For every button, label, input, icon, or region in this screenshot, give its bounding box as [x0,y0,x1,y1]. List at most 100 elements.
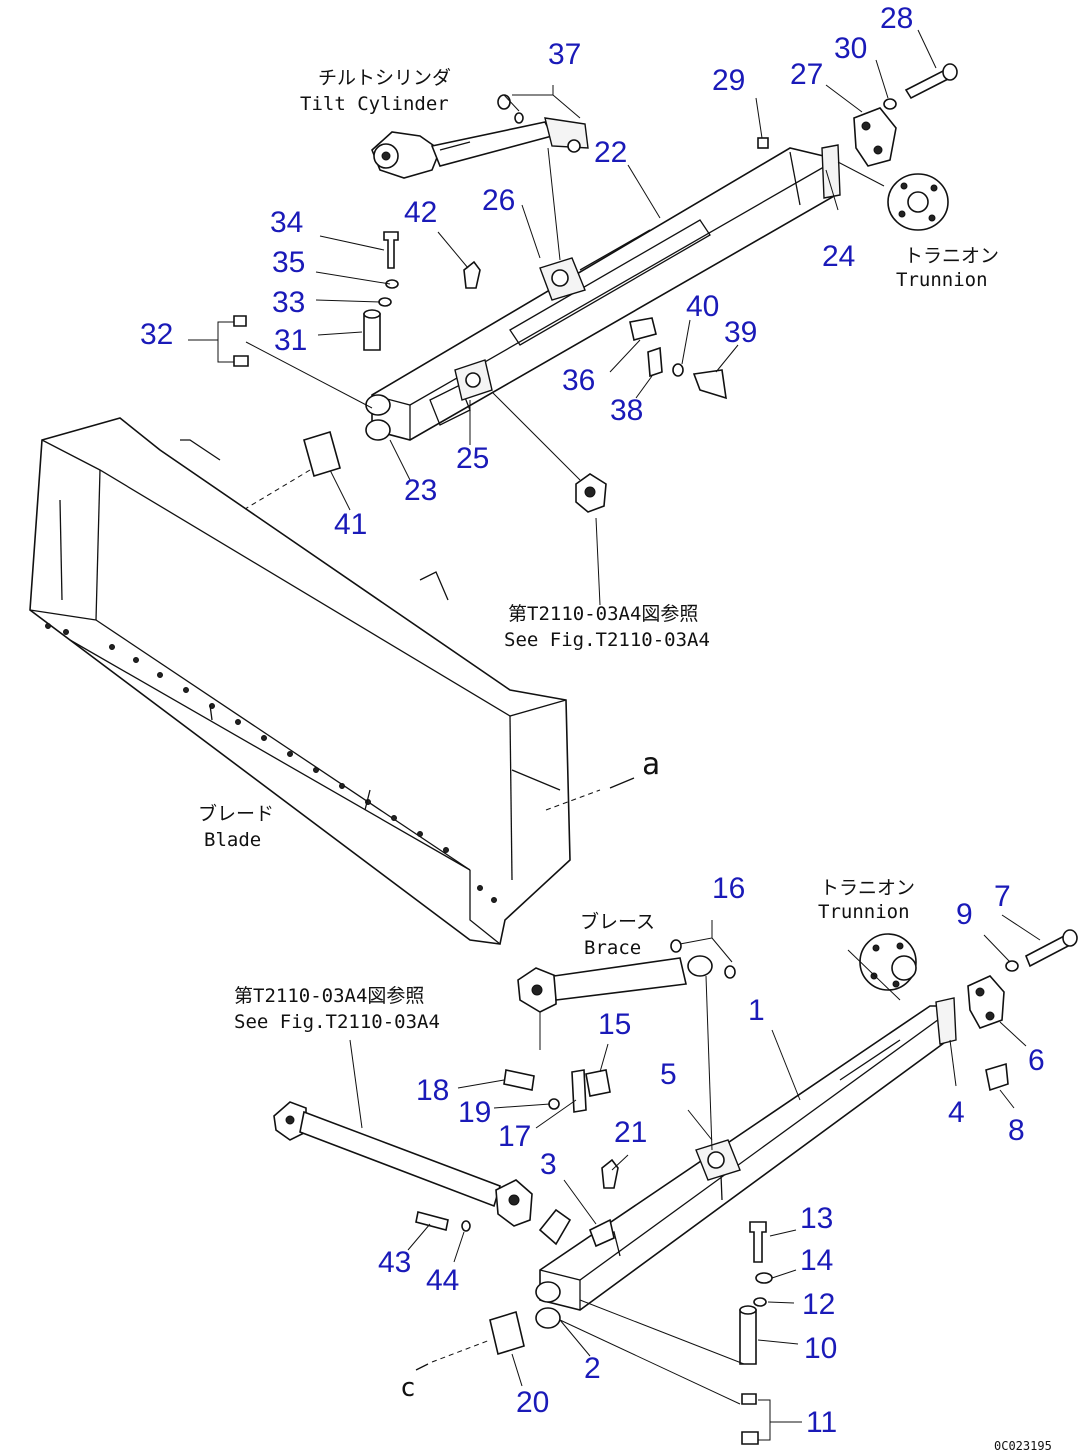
trunnion-bottom-label-jp: トラニオン [820,877,915,899]
grease-fitting-42 [463,260,481,289]
callout-23: 23 [404,474,437,507]
bolt-34 [383,231,399,269]
upper-arm-22 [365,144,841,441]
dashed-guide-a [545,789,601,811]
pin-32 [233,315,249,367]
callout-37: 37 [548,38,581,71]
callout-17: 17 [498,1120,531,1153]
block-20 [489,1310,525,1356]
callout-14: 14 [800,1244,833,1277]
tilt-cylinder [371,117,589,179]
callout-43: 43 [378,1246,411,1279]
marker-a: a [642,747,660,782]
washer-44 [461,1220,471,1232]
trunnion-bottom [859,933,917,991]
brace-label-en: Brace [584,937,641,959]
brace-bottom [517,939,736,1050]
callout-16: 16 [712,872,745,905]
callout-27: 27 [790,58,823,91]
callout-25: 25 [456,442,489,475]
nut-8 [985,1062,1009,1092]
callout-41: 41 [334,508,367,541]
bolt-18 [503,1069,535,1091]
grease-fitting-21 [601,1158,619,1189]
leader-lines-bottom [349,914,1041,1441]
bolt-39 [692,369,727,400]
callout-28: 28 [880,2,913,35]
leader-lines-top [188,29,937,606]
washer-9 [1005,960,1019,972]
callout-31: 31 [274,324,307,357]
brace-shaft-bottom [273,1101,533,1227]
pin-11 [741,1393,759,1445]
callout-15: 15 [598,1008,631,1041]
bolt-28 [904,63,958,100]
washer-33 [378,297,392,307]
bolt-43 [415,1211,449,1231]
washer-14 [755,1272,773,1284]
callout-39: 39 [724,316,757,349]
callout-42: 42 [404,196,437,229]
arrow-a [609,777,635,789]
callout-35: 35 [272,246,305,279]
see-fig-bottom-label-en: See Fig.T2110-03A4 [234,1011,440,1033]
tilt-cylinder-label-jp: チルトシリンダ [318,67,451,89]
washer-35 [385,279,399,289]
drawing-number: 0C023195 [994,1439,1052,1453]
trunnion-top-label-en: Trunnion [896,269,988,291]
callout-1: 1 [748,994,765,1027]
pin-15 [585,1069,611,1097]
callout-33: 33 [272,286,305,319]
callout-26: 26 [482,184,515,217]
see-fig-bottom-label-jp: 第T2110-03A4図参照 [234,985,424,1007]
callout-5: 5 [660,1058,677,1091]
callout-20: 20 [516,1386,549,1419]
brace-label-jp: ブレース [580,910,655,933]
blade-label-en: Blade [204,829,261,851]
callout-19: 19 [458,1096,491,1129]
nut-29 [757,137,769,149]
plate-17 [571,1069,587,1113]
trunnion-top-label-jp: トラニオン [904,245,999,267]
callout-7: 7 [994,880,1011,913]
lower-arm-1 [535,997,957,1329]
callout-24: 24 [822,240,855,273]
bolt-13 [749,1221,767,1263]
callout-12: 12 [802,1288,835,1321]
callout-22: 22 [594,136,627,169]
arrow-c [415,1363,429,1371]
callout-3: 3 [540,1148,557,1181]
callout-2: 2 [584,1352,601,1385]
cap-6 [967,975,1005,1029]
tilt-cylinder-label-en: Tilt Cylinder [300,93,449,115]
block-41 [303,430,341,478]
callout-18: 18 [416,1074,449,1107]
callout-13: 13 [800,1202,833,1235]
blade-label-jp: ブレード [198,802,274,825]
callout-numbers: 1 2 3 4 5 6 7 8 9 10 11 12 13 14 15 16 1… [140,2,1045,1439]
blade [29,417,571,945]
callout-32: 32 [140,318,173,351]
callout-40: 40 [686,290,719,323]
washer-40 [672,363,684,377]
callout-44: 44 [426,1264,459,1297]
callout-4: 4 [948,1096,965,1129]
callout-38: 38 [610,394,643,427]
plate-3 [538,1208,572,1246]
callout-30: 30 [834,32,867,65]
callout-8: 8 [1008,1114,1025,1147]
callout-9: 9 [956,898,973,931]
bolt-7 [1024,929,1078,968]
see-fig-top-label-jp: 第T2110-03A4図参照 [508,603,698,625]
callout-10: 10 [804,1332,837,1365]
dashed-guide-c [431,1339,491,1363]
pin-10 [739,1309,757,1365]
see-fig-top-label-en: See Fig.T2110-03A4 [504,629,710,651]
cap-27 [853,107,897,167]
trunnion-top [887,173,949,231]
callout-29: 29 [712,64,745,97]
callout-6: 6 [1028,1044,1045,1077]
pin-31 [363,313,381,351]
